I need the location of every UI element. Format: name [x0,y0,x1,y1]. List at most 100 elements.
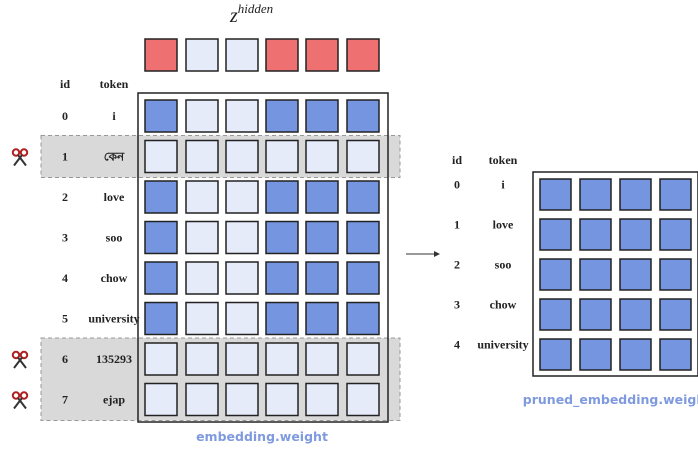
scissors-icon [11,148,29,167]
embedding-caption: embedding.weight [196,429,328,444]
pruned-matrix-frame [532,171,698,377]
pruned-row-token: love [493,218,514,232]
pruned-embedding-cell [539,258,572,291]
pruned-embedding-cell [659,218,692,251]
row-token: কেন [104,150,125,164]
pruned-embedding-cell [659,338,692,371]
pruned-row-id: 4 [454,338,460,352]
embedding-cell [225,220,259,255]
row-id: 2 [62,190,68,204]
mask-cell [144,38,178,72]
embedding-cell [185,301,219,336]
embedding-cell [265,99,299,133]
mask-cell [346,38,380,72]
pruned-embedding-cell [539,178,572,211]
embedding-cell [346,301,380,336]
row-token: 135293 [96,352,132,366]
pruned-embedding-cell [539,338,572,371]
embedding-matrix-frame [137,92,389,423]
row-id: 3 [62,231,68,245]
hidden-mask-label: zhidden [229,1,273,27]
pruned-row-bands [40,135,401,421]
embedding-cell [265,301,299,336]
mask-cell [305,38,339,72]
mask-cell [185,38,219,72]
embedding-cell [144,301,178,336]
pruned-embedding-cell [659,178,692,211]
embedding-cell [265,220,299,255]
pruned-embedding-matrix [532,171,698,377]
mask-cell [265,38,299,72]
pruned-embedding-cell [579,178,612,211]
pruned-row-token: chow [490,298,517,312]
row-id: 5 [62,312,68,326]
left-token-header: token [100,77,129,91]
embedding-cell [265,261,299,295]
embedding-cell [346,342,380,376]
embedding-cell [185,342,219,376]
embedding-cell [305,342,339,376]
row-id: 7 [62,393,68,407]
pruned-row-token: soo [495,258,512,272]
row-token: love [104,190,125,204]
scissors-markers [11,148,29,410]
row-token: university [88,312,139,326]
embedding-cell [265,382,299,417]
scissors-icon [11,350,29,369]
pruned-embedding-cell [579,218,612,251]
pruned-embedding-caption: pruned_embedding.weight [523,392,698,408]
embedding-cell [265,139,299,174]
pruned-embedding-cell [619,338,652,371]
embedding-cell [185,220,219,255]
embedding-cell [144,261,178,295]
embedding-cell [144,180,178,214]
embedding-cell [225,139,259,174]
embedding-cell [185,99,219,133]
embedding-cell [346,220,380,255]
row-id: 0 [62,109,68,123]
pruned-embedding-cell [579,298,612,331]
row-token: ejap [103,393,125,407]
pruned-embedding-cell [579,258,612,291]
embedding-cell [305,301,339,336]
pruned-embedding-cell [619,298,652,331]
embedding-cell [346,382,380,417]
row-id: 4 [62,271,68,285]
embedding-cell [265,342,299,376]
embedding-cell [305,180,339,214]
hidden-mask-base: z [229,5,238,27]
embedding-cell [225,261,259,295]
row-id: 6 [62,352,68,366]
embedding-cell [144,139,178,174]
row-token: chow [101,271,128,285]
pruned-embedding-cell [659,298,692,331]
embedding-cell [185,261,219,295]
embedding-cell [225,180,259,214]
embedding-cell [305,220,339,255]
embedding-cell [346,180,380,214]
embedding-cell [185,382,219,417]
mask-cell [225,38,259,72]
pruned-row-token: university [477,338,528,352]
pruned-embedding-cell [619,178,652,211]
pruned-row-id: 1 [454,218,460,232]
pruned-embedding-cell [539,298,572,331]
embedding-cell [225,301,259,336]
pruned-row-id: 2 [454,258,460,272]
embedding-cell [346,261,380,295]
embedding-cell [305,261,339,295]
embedding-cell [185,180,219,214]
embedding-cell [185,139,219,174]
pruned-row-token: i [501,178,505,192]
pruned-band [40,337,401,421]
row-token: i [112,109,116,123]
hidden-mask-row [144,38,380,72]
right-id-header: id [452,153,462,167]
left-id-header: id [60,77,70,91]
row-token: soo [106,231,123,245]
embedding-cell [225,99,259,133]
right-token-header: token [489,153,518,167]
right-table-headers: id token [452,153,518,167]
embedding-cell [346,99,380,133]
